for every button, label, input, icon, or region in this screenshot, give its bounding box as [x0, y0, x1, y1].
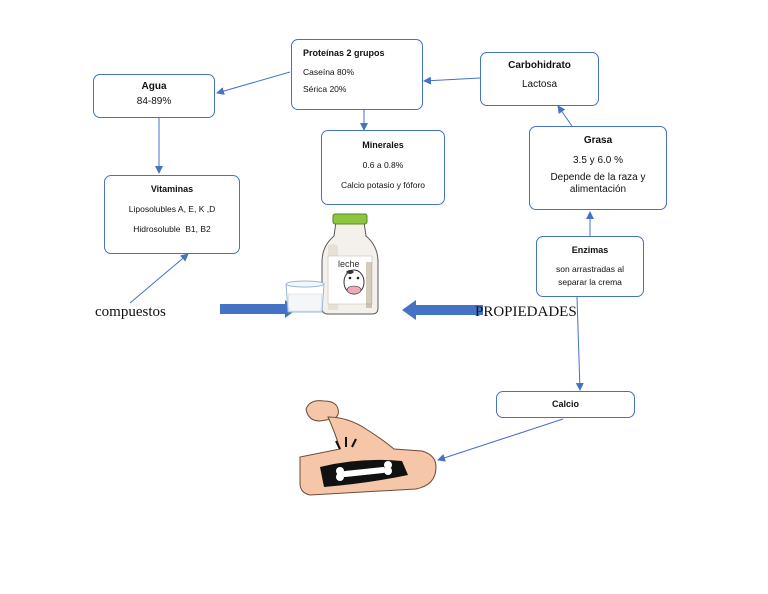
cow-eye-left — [348, 276, 352, 280]
node-vitaminas-line-1: Liposolubles A, E, K ,D — [128, 204, 216, 214]
node-enzimas: Enzimas son arrastradas al separar la cr… — [536, 236, 644, 297]
node-minerales-line-2: Calcio potasio y fóforo — [340, 180, 426, 190]
node-proteinas-line-1: Caseína 80% — [303, 67, 355, 77]
arm-bone-illustration — [299, 400, 437, 496]
node-carbohidrato: Carbohidrato Lactosa — [480, 52, 599, 106]
node-vitaminas: Vitaminas Liposolubles A, E, K ,D Hidros… — [104, 175, 240, 254]
node-minerales: Minerales 0.6 a 0.8% Calcio potasio y fó… — [321, 130, 445, 205]
node-enzimas-title: Enzimas — [571, 245, 609, 255]
glass-milk — [287, 293, 323, 312]
strain-mark-1 — [335, 440, 341, 450]
glass-rim — [285, 280, 325, 288]
node-calcio: Calcio — [496, 391, 635, 418]
fist-icon — [305, 400, 339, 422]
bottle-label-text: leche — [338, 259, 360, 269]
node-calcio-title: Calcio — [551, 399, 579, 409]
cow-spot — [346, 270, 354, 274]
node-minerales-line-1: 0.6 a 0.8% — [362, 160, 404, 170]
node-grasa-line-2: Depende de la raza y alimentación — [550, 172, 646, 195]
milk-bottle-illustration: leche — [285, 213, 379, 315]
node-proteinas-line-2: Sérica 20% — [303, 84, 347, 94]
strain-mark-3 — [351, 438, 357, 448]
bottle-cap — [332, 213, 368, 225]
arrow-compuestos-vitaminas — [129, 253, 189, 304]
node-minerales-title: Minerales — [362, 140, 404, 150]
node-proteinas-title: Proteínas 2 grupos — [303, 48, 385, 58]
label-propiedades: PROPIEDADES — [475, 304, 577, 320]
node-proteinas: Proteínas 2 grupos Caseína 80% Sérica 20… — [291, 39, 423, 110]
label-compuestos: compuestos — [95, 304, 166, 320]
node-enzimas-line: son arrastradas al separar la crema — [555, 264, 625, 287]
arrow-carbohidrato-proteinas — [423, 76, 481, 85]
cow-eye-right — [356, 276, 360, 280]
forearm — [299, 416, 437, 496]
node-vitaminas-line-2: Hidrosoluble B1, B2 — [133, 224, 211, 234]
node-grasa-line-1: 3.5 y 6.0 % — [572, 155, 624, 166]
arrow-proteinas-agua — [216, 71, 291, 95]
node-carbohidrato-line: Lactosa — [521, 79, 558, 90]
arrow-enzimas-calcio — [575, 296, 584, 391]
node-grasa: Grasa 3.5 y 6.0 % Depende de la raza y a… — [529, 126, 667, 210]
arrow-grasa-carbohidrato — [557, 105, 573, 127]
node-grasa-title: Grasa — [583, 135, 613, 146]
block-arrow-right — [220, 300, 297, 318]
bone-icon — [336, 461, 392, 481]
cow-nose — [346, 285, 362, 295]
node-agua: Agua 84-89% — [93, 74, 215, 118]
block-arrow-left — [402, 300, 483, 320]
node-agua-line: 84-89% — [136, 96, 172, 107]
arrow-calcio-brazo — [437, 418, 564, 462]
node-carbohidrato-title: Carbohidrato — [508, 60, 571, 71]
node-vitaminas-title: Vitaminas — [150, 184, 194, 194]
node-agua-title: Agua — [141, 81, 167, 92]
bottle-shading — [366, 262, 372, 308]
